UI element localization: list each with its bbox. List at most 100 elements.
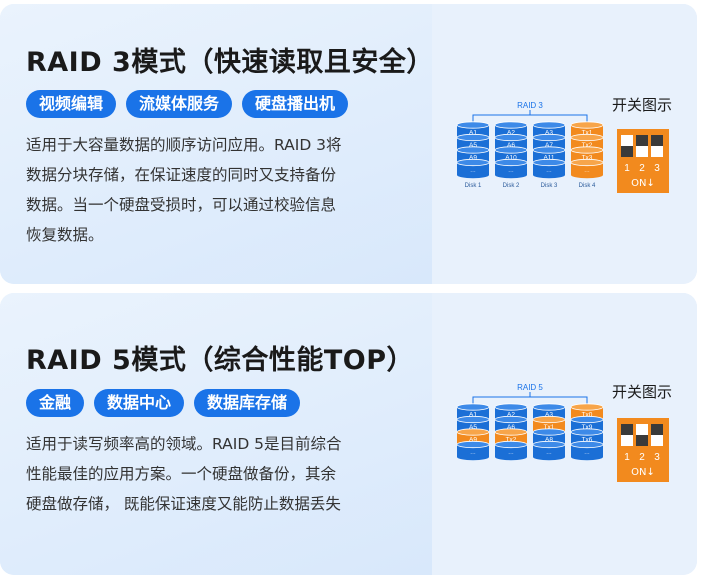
disk-platter-top <box>570 146 604 154</box>
disk-platter-top <box>456 146 490 154</box>
tag-data-center: 数据中心 <box>94 389 185 417</box>
disk-platter-top <box>456 158 490 167</box>
desc-line: 硬盘做存储， 既能保证速度又能防止数据丢失 <box>26 495 341 513</box>
disk-platter-bottom <box>571 171 603 179</box>
dip-on-label: ON↓ <box>631 467 655 478</box>
disk-block-label: A1 <box>469 412 477 419</box>
tag-finance: 金融 <box>26 389 85 417</box>
switch-diagram-label: 开关图示 <box>612 383 673 401</box>
raid5-title: RAID 5模式（综合性能TOP） <box>26 345 414 376</box>
dip-toggle <box>621 424 633 435</box>
raid5-description: 适用于读写频率高的领域。RAID 5是目前综合 性能最佳的应用方案。一个硬盘做备… <box>26 429 418 519</box>
disk-platter-top <box>570 415 604 424</box>
disk-platter-top <box>494 415 528 424</box>
dip-number: 1 <box>624 452 630 463</box>
switch-diagram-label: 开关图示 <box>612 96 673 114</box>
raid5-disk-diagram: RAID 5A1A5A9...A2A6Tx2...A3Tx1A8...Tx0Tx… <box>456 383 604 461</box>
desc-line: 适用于大容量数据的顺序访问应用。RAID 3将 <box>26 136 342 154</box>
disk-platter-top <box>494 121 528 129</box>
disk-block-label: ... <box>546 449 552 456</box>
tag-video-editing: 视频编辑 <box>26 90 117 118</box>
raid5-tags: 金融 数据中心 数据库存储 <box>26 389 301 417</box>
disk-stack: A1A5A9... <box>456 121 490 179</box>
disk-block-label: A2 <box>507 130 515 137</box>
raid-bracket <box>472 392 588 405</box>
disk-platter-top <box>570 133 604 142</box>
disk-platter-bottom <box>495 171 527 179</box>
disk-block-label: ... <box>584 167 590 174</box>
disk-block-label: ... <box>508 449 514 456</box>
disk-block-label: Tx1 <box>582 130 593 137</box>
disk-platter-top <box>456 428 490 436</box>
dip-toggle <box>621 146 633 157</box>
disk-name: Disk 2 <box>503 183 520 189</box>
raid-level-label: RAID 3 <box>517 101 543 110</box>
dip-on-label: ON↓ <box>631 178 655 189</box>
disk-name: Disk 3 <box>541 183 558 189</box>
dip-number: 2 <box>639 163 645 174</box>
disk-block-label: Tx6 <box>582 437 593 444</box>
disk-platter-top <box>532 133 566 142</box>
disk-block-label: Tx0 <box>582 412 593 419</box>
disk-block-label: ... <box>470 167 476 174</box>
dip-toggle <box>651 424 663 435</box>
disk-block-label: A5 <box>469 142 477 149</box>
disk-block-label: A11 <box>543 155 554 162</box>
disk-platter-top <box>456 440 490 449</box>
disk-platter-bottom <box>457 171 489 179</box>
raid3-title: RAID 3模式（快速读取且安全） <box>26 47 434 78</box>
disk-stack: A3Tx1A8... <box>532 403 566 461</box>
disk-name: Disk 1 <box>465 183 482 189</box>
raid5-card: RAID 5模式（综合性能TOP） 金融 数据中心 数据库存储 适用于读写频率高… <box>0 293 697 575</box>
disk-platter-bottom <box>495 453 527 461</box>
disk-platter-top <box>570 440 604 449</box>
disk-block-label: A3 <box>545 130 553 137</box>
raid3-card: RAID 3模式（快速读取且安全） 视频编辑 流媒体服务 硬盘播出机 适用于大容… <box>0 4 697 284</box>
disk-platter-top <box>532 158 566 167</box>
disk-platter-top <box>532 440 566 449</box>
disk-platter-top <box>494 440 528 449</box>
disk-platter-top <box>494 428 528 436</box>
disk-platter-top <box>532 428 566 436</box>
disk-platter-top <box>570 428 604 436</box>
disk-platter-top <box>456 133 490 142</box>
dip-toggle <box>636 135 648 146</box>
disk-name: Disk 4 <box>579 183 596 189</box>
disk-platter-top <box>456 415 490 424</box>
disk-block-label: A2 <box>507 412 515 419</box>
raid-bracket <box>472 110 588 123</box>
disk-block-label: A10 <box>505 155 517 162</box>
disk-block-label: ... <box>546 167 552 174</box>
dip-number: 3 <box>654 452 660 463</box>
disk-block-label: Tx9 <box>582 424 593 431</box>
disk-platter-top <box>494 146 528 154</box>
raid3-description: 适用于大容量数据的顺序访问应用。RAID 3将 数据分块存储，在保证速度的同时又… <box>26 130 418 250</box>
disk-stack: A1A5A9... <box>456 403 490 461</box>
disk-platter-top <box>494 403 528 411</box>
raid3-info-panel: RAID 3模式（快速读取且安全） 视频编辑 流媒体服务 硬盘播出机 适用于大容… <box>0 4 434 284</box>
raid5-info-panel: RAID 5模式（综合性能TOP） 金融 数据中心 数据库存储 适用于读写频率高… <box>0 293 432 575</box>
desc-line: 数据。当一个硬盘受损时，可以通过校验信息 <box>26 196 337 214</box>
disk-platter-top <box>456 121 490 129</box>
disk-block-label: ... <box>508 167 514 174</box>
disk-block-label: ... <box>584 449 590 456</box>
disk-block-label: Tx2 <box>582 142 593 149</box>
disk-platter-bottom <box>457 453 489 461</box>
tag-database-storage: 数据库存储 <box>194 389 301 417</box>
desc-line: 适用于读写频率高的领域。RAID 5是目前综合 <box>26 435 342 453</box>
dip-toggle <box>651 135 663 146</box>
disk-stack: Tx1Tx2Tx3... <box>570 121 604 179</box>
desc-line: 性能最佳的应用方案。一个硬盘做备份，其余 <box>26 465 337 483</box>
desc-line: 数据分块存储，在保证速度的同时又支持备份 <box>26 166 337 184</box>
disk-block-label: A3 <box>545 412 553 419</box>
disk-platter-top <box>494 158 528 167</box>
disk-platter-top <box>570 158 604 167</box>
disk-stack: Tx0Tx9Tx6... <box>570 403 604 461</box>
disk-platter-bottom <box>533 453 565 461</box>
dip-number: 1 <box>624 163 630 174</box>
dip-number: 2 <box>639 452 645 463</box>
raid3-tags: 视频编辑 流媒体服务 硬盘播出机 <box>26 90 349 118</box>
dip-toggle <box>636 435 648 446</box>
